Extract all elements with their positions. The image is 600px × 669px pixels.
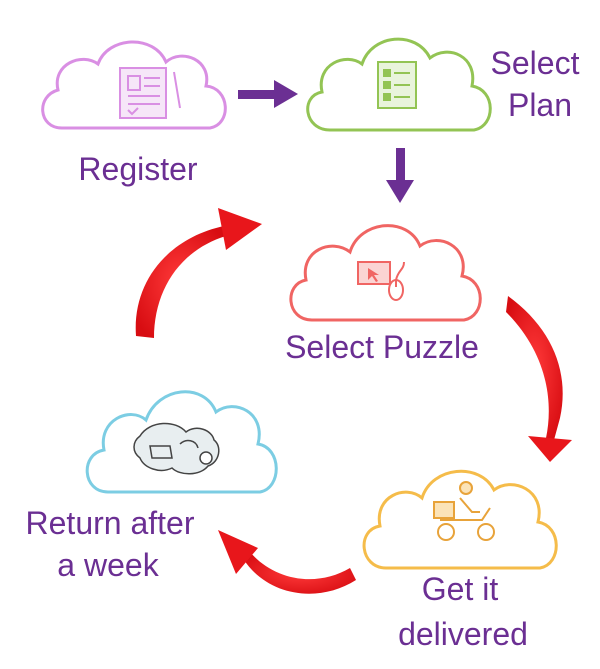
select-plan-label-line1: Select xyxy=(491,45,580,81)
select-plan-label-line2: Plan xyxy=(508,87,572,123)
arrow-return-to-puzzle xyxy=(135,208,262,338)
puzzle-pieces-icon xyxy=(133,422,220,475)
arrow-puzzle-to-delivered xyxy=(506,296,572,462)
arrow-delivered-to-return xyxy=(218,530,356,594)
register-label: Register xyxy=(78,151,198,187)
get-delivered-label-line1: Get it xyxy=(422,571,499,607)
checklist-icon xyxy=(377,61,417,109)
get-delivered-label-line2: delivered xyxy=(398,616,528,652)
arrow-register-to-plan xyxy=(238,80,298,108)
return-label-line1: Return after xyxy=(26,505,195,541)
arrow-plan-to-puzzle xyxy=(386,148,414,203)
registration-form-icon xyxy=(119,67,181,119)
return-label-line2: a week xyxy=(57,547,159,583)
select-puzzle-label: Select Puzzle xyxy=(285,329,479,365)
delivery-scooter-icon xyxy=(433,481,495,541)
computer-mouse-icon xyxy=(357,261,405,301)
